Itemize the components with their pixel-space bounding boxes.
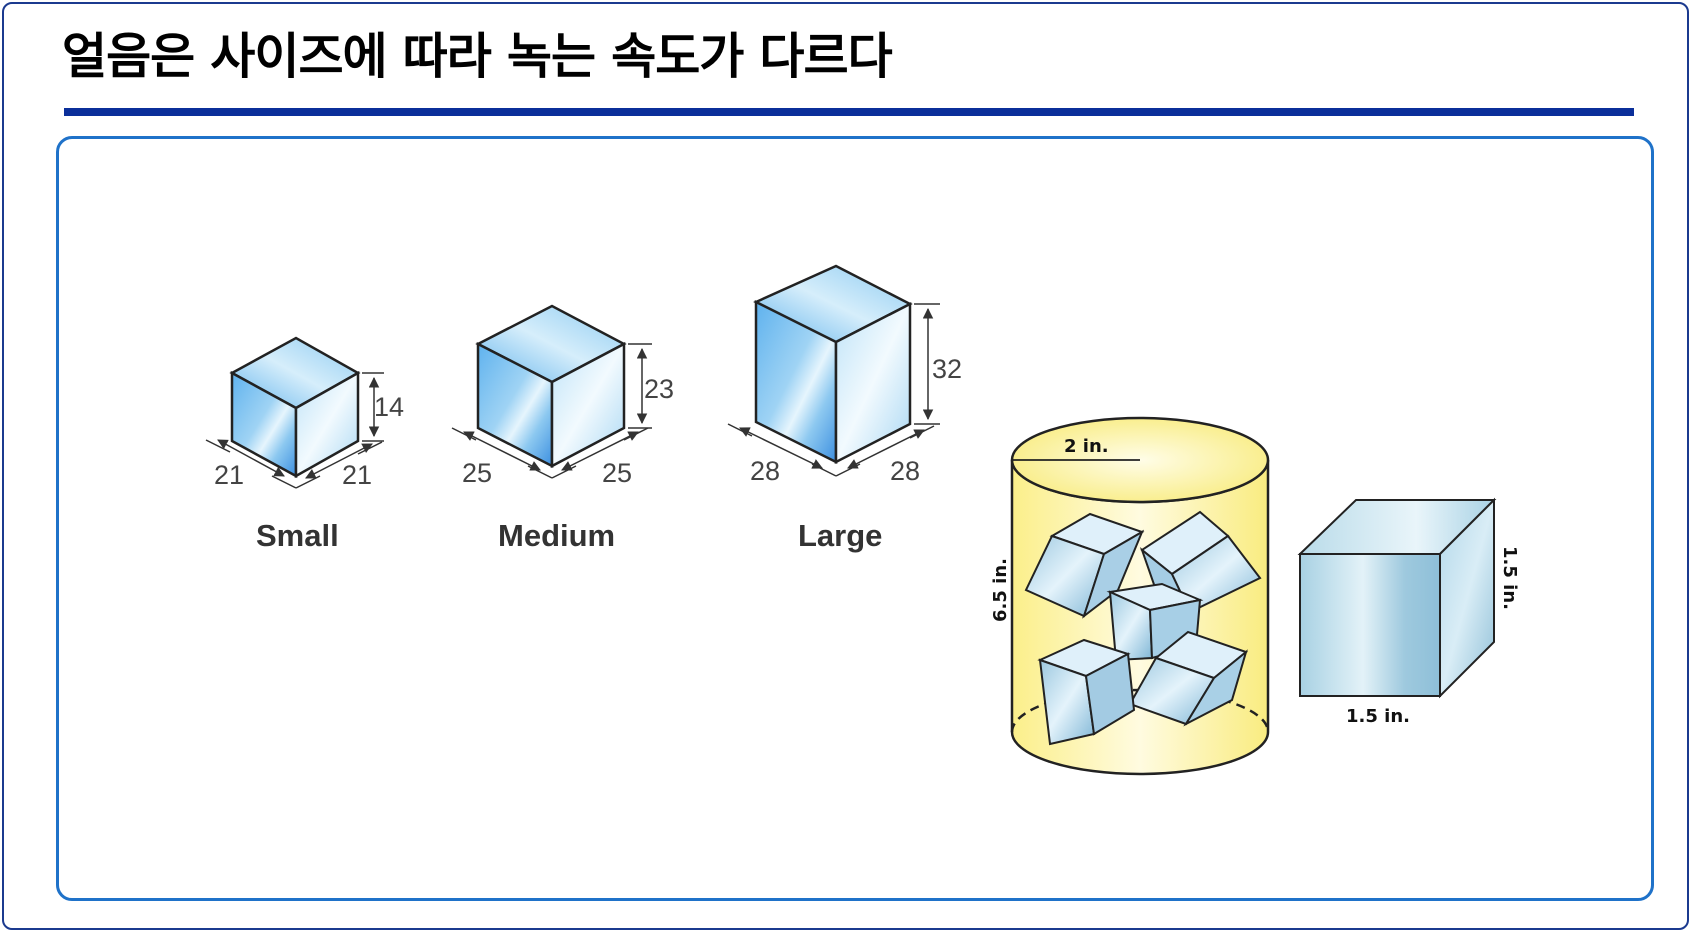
single-ice-cube <box>1297 497 1497 699</box>
medium-cube <box>451 304 652 479</box>
large-width-label: 28 <box>750 456 780 486</box>
glass-radius-label: 2 in. <box>1064 436 1109 457</box>
ice-cube-width-label: 1.5 in. <box>1346 706 1410 727</box>
medium-width-label: 25 <box>462 458 492 488</box>
small-cube <box>205 336 384 489</box>
title-underline <box>64 108 1634 116</box>
small-depth-label: 21 <box>342 460 372 490</box>
medium-size-name: Medium <box>498 518 615 553</box>
large-size-name: Large <box>798 518 882 553</box>
large-height-label: 32 <box>932 354 962 384</box>
medium-depth-label: 25 <box>602 458 632 488</box>
small-size-name: Small <box>256 518 339 553</box>
large-depth-label: 28 <box>890 456 920 486</box>
glass-with-ice <box>1010 416 1270 776</box>
glass-height-label: 6.5 in. <box>990 558 1011 622</box>
small-height-label: 14 <box>374 392 404 422</box>
small-width-label: 21 <box>214 460 244 490</box>
slide-title: 얼음은 사이즈에 따라 녹는 속도가 다르다 <box>62 28 893 85</box>
ice-cube-height-label: 1.5 in. <box>1499 546 1520 610</box>
large-cube <box>727 264 940 477</box>
medium-height-label: 23 <box>644 374 674 404</box>
